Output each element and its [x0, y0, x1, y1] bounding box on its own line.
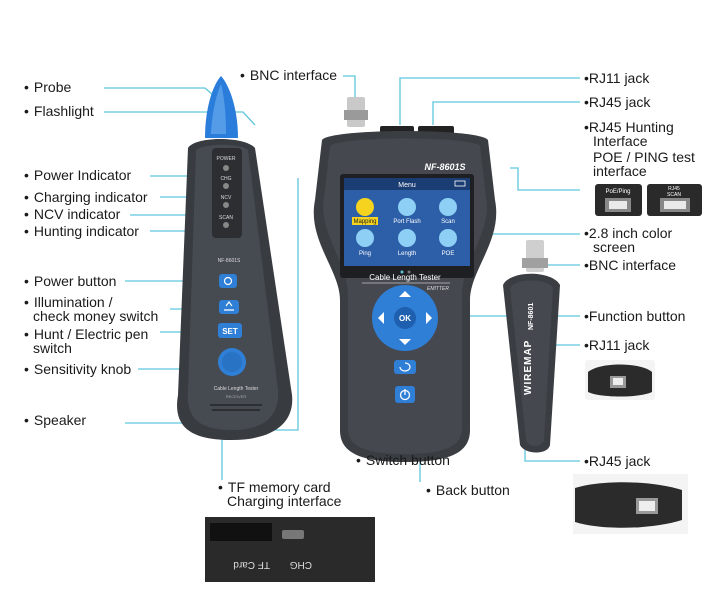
- poe-port-label: PoE/Ping: [605, 189, 630, 195]
- charging-led: [223, 183, 229, 189]
- probe-power-text: POWER: [217, 156, 236, 162]
- label-charging-indicator: •Charging indicator: [24, 189, 148, 205]
- menu-item-3: Ping: [359, 251, 371, 257]
- tester-title: Cable Length Tester: [369, 273, 441, 282]
- label-ncv-indicator: •NCV indicator: [24, 206, 121, 222]
- leader-bnc-top: [343, 75, 356, 100]
- inset-rj11: [585, 360, 655, 400]
- model-text: NF-8601S: [424, 162, 465, 172]
- label-rj45-top: •RJ45 jack: [584, 94, 651, 110]
- menu-title: Menu: [398, 182, 416, 189]
- label-hunting-indicator: •Hunting indicator: [24, 223, 139, 239]
- leader-rj45-top: [432, 101, 580, 125]
- ncv-led: [223, 202, 229, 208]
- label-bnc-top: •BNC interface: [240, 67, 338, 83]
- remote-model-text: NF-8601: [528, 303, 535, 330]
- chg-text: CHG: [290, 559, 312, 570]
- inset-rj45: [573, 474, 688, 534]
- scan-port-label1: RJ45: [668, 186, 680, 192]
- inset-poe-scan: PoE/Ping RJ45 SCAN: [585, 180, 709, 220]
- scan-led: [223, 222, 229, 228]
- dpad-up-icon: [399, 291, 411, 297]
- probe-receiver-text: RECEIVER: [226, 394, 247, 399]
- menu-icon-port-flash[interactable]: [398, 198, 416, 216]
- dpad-right-icon: [426, 312, 432, 324]
- probe-panel: [212, 148, 242, 238]
- probe-chg-text: CHG: [220, 176, 231, 182]
- label-rj11-top: •RJ11 jack: [584, 70, 650, 86]
- label-bnc-right: •BNC interface: [584, 257, 677, 273]
- leader-poe: [510, 167, 580, 191]
- menu-item-0: Mapping: [353, 219, 376, 225]
- scan-port-label2: SCAN: [667, 192, 681, 198]
- hunt-switch[interactable]: [218, 323, 242, 338]
- back-icon: [399, 362, 411, 372]
- probe-receiver: POWER CHG NCV SCAN NF-8601S SET Cable Le…: [177, 76, 293, 440]
- label-rj45-bottom: •RJ45 jack: [584, 453, 651, 469]
- remote-wiremap-text: WIREMAP: [523, 340, 534, 395]
- label-rj11-mid: •RJ11 jack: [584, 337, 650, 353]
- menu-icons: [356, 198, 457, 247]
- probe-power-button[interactable]: [219, 274, 237, 288]
- dpad-left-icon: [378, 312, 384, 324]
- menu-item-1: Port Flash: [393, 219, 420, 225]
- tf-card-text: TF Card: [233, 559, 270, 570]
- label-probe: •Probe: [24, 79, 72, 95]
- menu-icon-mapping[interactable]: [356, 198, 374, 216]
- leader-rj45-bottom: [524, 450, 580, 462]
- label-switch-button: •Switch button: [356, 452, 450, 468]
- menu-icon-scan[interactable]: [439, 198, 457, 216]
- probe-set-text: SET: [222, 327, 238, 336]
- label-power-button: •Power button: [24, 273, 117, 289]
- power-led: [223, 165, 229, 171]
- menu-item-2: Scan: [441, 219, 455, 225]
- menu-icon-poe[interactable]: [439, 229, 457, 247]
- menu-icon-length[interactable]: [398, 229, 416, 247]
- leader-flashlight: [104, 111, 256, 126]
- dpad-down-icon: [399, 339, 411, 345]
- label-back-button: •Back button: [426, 482, 510, 498]
- label-flashlight: •Flashlight: [24, 103, 94, 119]
- probe-scan-text: SCAN: [219, 215, 233, 221]
- back-button[interactable]: [394, 360, 416, 374]
- label-illumination: •Illumination /check money switch: [24, 294, 159, 324]
- emitter-text: EMITTER: [427, 286, 449, 292]
- probe-footer-text: Cable Length Tester: [214, 386, 259, 392]
- leader-probe: [104, 87, 214, 96]
- probe-ncv-text: NCV: [221, 195, 232, 201]
- leader-rj11-top: [399, 77, 580, 125]
- menu-item-4: Length: [398, 251, 416, 257]
- probe-model-text: NF-8601S: [218, 258, 241, 264]
- label-power-indicator: •Power Indicator: [24, 167, 132, 183]
- label-speaker: •Speaker: [24, 412, 87, 428]
- menu-item-5: POE: [442, 251, 455, 257]
- main-unit: NF-8601S Menu Mapping Port Flash Scan Pi…: [313, 97, 497, 462]
- label-sensitivity: •Sensitivity knob: [24, 361, 132, 377]
- inset-tf-card: TF Card CHG: [205, 517, 375, 582]
- menu-icon-ping[interactable]: [356, 229, 374, 247]
- remote-unit: NF-8601 WIREMAP: [503, 240, 560, 453]
- ok-button-text: OK: [399, 314, 411, 323]
- label-function-button: •Function button: [584, 308, 686, 324]
